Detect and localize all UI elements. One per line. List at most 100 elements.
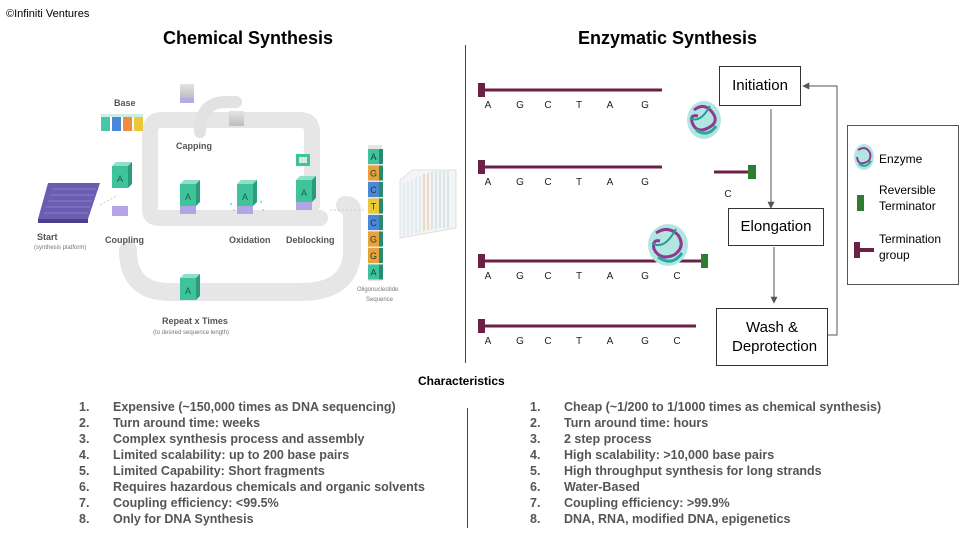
dna-strand (485, 324, 696, 328)
characteristic-number: 2. (530, 416, 541, 430)
oligo-base-letter: G (370, 169, 377, 179)
characteristic-number: 8. (79, 512, 90, 526)
characteristic-number: 4. (79, 448, 90, 462)
characteristic-item: 3.Complex synthesis process and assembly (79, 431, 425, 447)
oligo-base-side (379, 231, 383, 247)
reversible-terminator-swatch (857, 195, 864, 211)
characteristic-item: 2. Turn around time: hours (530, 415, 881, 431)
characteristic-text: Water-Based (564, 480, 640, 494)
characteristic-item: 7.Coupling efficiency: <99.5% (79, 495, 425, 511)
characteristic-item: 5. Limited Capability: Short fragments (79, 463, 425, 479)
nucleotide-letter: G (516, 100, 524, 111)
cube-letter: A (185, 192, 191, 202)
characteristic-item: 1.Expensive (~150,000 times as DNA seque… (79, 399, 425, 415)
characteristic-number: 6. (79, 480, 90, 494)
enzymatic-characteristics-list: 1.Cheap (~1/200 to 1/1000 times as chemi… (530, 399, 881, 527)
nucleotide-letter: A (485, 100, 492, 111)
characteristic-text: Coupling efficiency: >99.9% (564, 496, 730, 510)
characteristic-item: 7.Coupling efficiency: >99.9% (530, 495, 881, 511)
capping-linker (180, 98, 194, 103)
oligo-base-block (368, 231, 379, 247)
characteristic-item: 6. Water-Based (530, 479, 881, 495)
enzymatic-synthesis-title: Enzymatic Synthesis (578, 28, 758, 48)
characteristic-text: Turn around time: weeks (113, 416, 261, 430)
characteristic-text: Limited Capability: Short fragments (113, 464, 325, 478)
repeat-sublabel: (to desired sequence length) (153, 330, 230, 336)
repeat-cube: A (180, 274, 200, 300)
free-nucleotide-link (714, 170, 748, 174)
characteristic-number: 3. (530, 432, 541, 446)
strand-anchor (478, 254, 485, 268)
oligo-base-side (379, 149, 383, 164)
characteristic-text: DNA, RNA, modified DNA, epigenetics (564, 512, 791, 526)
capping-loop (194, 96, 242, 138)
termination-group-swatch (854, 242, 874, 258)
dna-strand (485, 259, 701, 263)
oligo-base-letter: C (370, 185, 377, 195)
oligo-base-letter: C (370, 218, 377, 228)
characteristic-text: Expensive (~150,000 times as DNA sequenc… (113, 400, 396, 414)
characteristic-number: 3. (79, 432, 90, 446)
oligo-base-letter: A (370, 268, 376, 278)
free-nucleotide-terminator (748, 165, 756, 179)
characteristic-item: 6. Requires hazardous chemicals and organ… (79, 479, 425, 495)
characteristic-number: 5. (79, 464, 90, 478)
nucleotide-letter: A (607, 336, 614, 347)
characteristic-item: 5. High throughput synthesis for long str… (530, 463, 881, 479)
oligo-base-block (368, 198, 379, 214)
platform-connector (99, 194, 119, 206)
strand-anchor (478, 83, 485, 97)
legend-reversible-label: Reversible Terminator (879, 183, 936, 214)
nucleotide-letter: A (607, 177, 614, 188)
legend-enzyme-label: Enzyme (879, 152, 923, 166)
initiation-step-box: Initiation (719, 66, 801, 106)
enzyme-legend-icon (854, 144, 874, 170)
wash-step-box: Wash & Deprotection (716, 308, 828, 366)
characteristic-text: Cheap (~1/200 to 1/1000 times as chemica… (564, 400, 882, 414)
characteristic-item: 1.Cheap (~1/200 to 1/1000 times as chemi… (530, 399, 881, 415)
deblocking-cube: A (296, 154, 316, 210)
legend: Enzyme Reversible Terminator Termination… (847, 125, 959, 285)
characteristic-number: 8. (530, 512, 541, 526)
nucleotide-letter: A (607, 100, 614, 111)
characteristic-text: Turn around time: hours (564, 416, 709, 430)
cube-letter: A (301, 188, 307, 198)
nucleotide-letter: C (544, 336, 551, 347)
capping-cube-top (180, 84, 194, 98)
repeat-label: Repeat x Times (162, 316, 228, 326)
nucleotide-letter: G (516, 177, 524, 188)
deblocking-label: Deblocking (286, 235, 335, 245)
characteristic-number: 4. (530, 448, 541, 462)
oligo-label: Oligonucleotide (357, 287, 399, 293)
initiation-step-label: Initiation (732, 77, 788, 95)
characteristic-item: 4.Limited scalability: up to 200 base pa… (79, 447, 425, 463)
oligo-base-side (379, 264, 383, 280)
characteristic-number: 7. (79, 496, 90, 510)
legend-termination-label: Termination group (879, 232, 942, 263)
legend-swatches (854, 144, 874, 258)
characteristic-text: Requires hazardous chemicals and organic… (113, 480, 425, 494)
nucleotide-letter: G (516, 336, 524, 347)
characteristic-text: High throughput synthesis for long stran… (564, 464, 822, 478)
nucleotide-letter: C (673, 271, 680, 282)
characteristic-text: High scalability: >10,000 base pairs (564, 448, 775, 462)
capping-label: Capping (176, 141, 212, 151)
start-label: Start (37, 232, 58, 242)
nucleotide-letter: A (607, 271, 614, 282)
nucleotide-letter: A (485, 177, 492, 188)
oligo-base-block (368, 149, 379, 164)
base-label: Base (114, 98, 136, 108)
nucleotide-letter: G (641, 177, 649, 188)
oxidation-label: Oxidation (229, 235, 271, 245)
oligo-base-block (368, 215, 379, 230)
characteristic-number: 5. (530, 464, 541, 478)
characteristic-number: 6. (530, 480, 541, 494)
oligo-base-block (368, 182, 379, 197)
chemical-synthesis-title: Chemical Synthesis (163, 28, 334, 48)
cube-letter: A (185, 286, 191, 296)
elongation-step-label: Elongation (740, 218, 812, 236)
nucleotide-letter: C (544, 100, 551, 111)
start-sublabel: (synthesis platform) (34, 245, 87, 251)
oligo-base-block (368, 248, 379, 263)
